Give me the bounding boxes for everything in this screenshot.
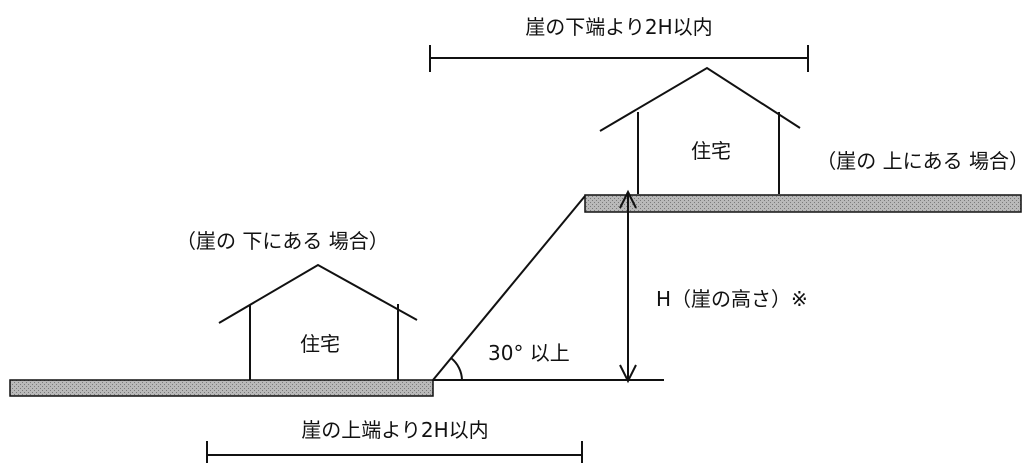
case-upper-label: （崖の 上にある 場合）: [816, 149, 1029, 173]
upper-ground: [584, 194, 1022, 213]
angle-label: 30° 以上: [488, 341, 570, 365]
lower-house: 住宅: [218, 263, 418, 380]
cliff-slope: [432, 195, 586, 381]
height-arrow: [619, 189, 637, 384]
upper-house-roof: [599, 66, 801, 132]
upper-house-label: 住宅: [691, 139, 731, 163]
lower-ground: [9, 379, 434, 397]
top-range-label: 崖の下端より2H以内: [525, 15, 712, 39]
height-label: H（崖の高さ）※: [656, 287, 808, 311]
top-range-dimension: 崖の下端より2H以内: [429, 15, 809, 72]
bottom-range-dimension: 崖の上端より2H以内: [206, 418, 583, 463]
bottom-range-label: 崖の上端より2H以内: [301, 418, 488, 442]
lower-house-label: 住宅: [300, 332, 340, 356]
lower-house-roof: [218, 263, 418, 324]
case-lower-label: （崖の 下にある 場合）: [176, 229, 389, 253]
angle-arc: [450, 357, 463, 381]
upper-house: 住宅: [599, 66, 801, 194]
